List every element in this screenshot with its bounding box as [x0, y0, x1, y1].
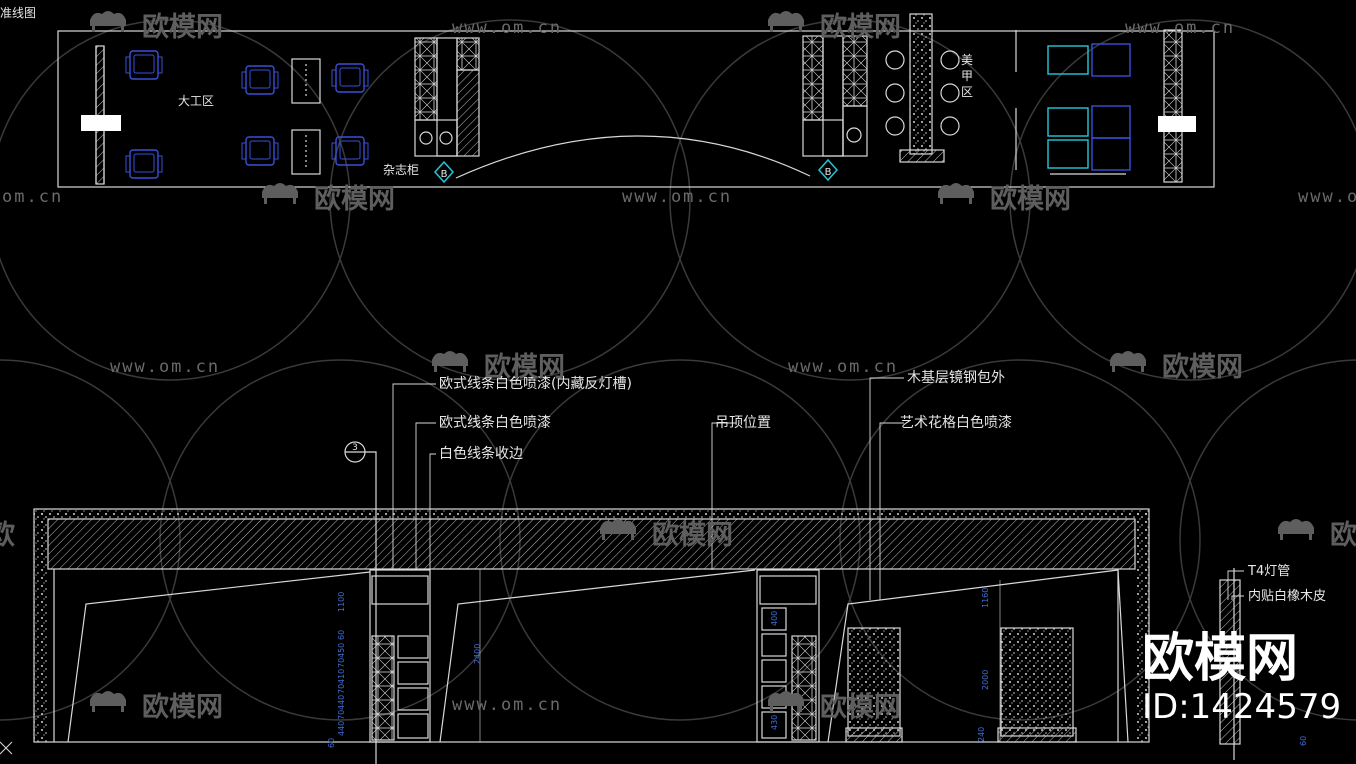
watermark-brand: 欧模网 — [652, 520, 733, 551]
svg-text:B: B — [825, 167, 832, 178]
svg-text:B: B — [441, 169, 448, 180]
dim-left-450: 450 — [337, 643, 346, 658]
dim-left-70b: 70 — [337, 684, 346, 694]
watermark-brand: 欧模网 — [142, 12, 223, 43]
dim-left-410: 410 — [337, 669, 346, 684]
watermark-brand: 欧模网 — [820, 12, 901, 43]
detail-callout-marker: 3 — [352, 443, 358, 453]
annotation-european-molding-white: 欧式线条白色喷漆 — [439, 414, 551, 431]
annotation-t4-tube: T4灯管 — [1247, 564, 1290, 579]
dim-left-440b: 440 — [337, 721, 346, 736]
watermark-url: www.om.cn — [622, 187, 732, 207]
watermark-url: www.om.cn — [110, 357, 220, 377]
annotation-white-oak-veneer: 内贴白橡木皮 — [1248, 588, 1326, 604]
nail-zone-char-1: 美 — [961, 53, 973, 67]
watermark-brand-large: 欧模网 — [1142, 629, 1298, 689]
watermark-brand: 欧模网 — [990, 184, 1071, 215]
ucs-icon — [0, 741, 13, 755]
dim-right-cabinet-430: 430 — [770, 715, 779, 730]
dim-right-240: 240 — [977, 727, 986, 742]
watermark-url: www.om.cn — [1125, 18, 1235, 38]
label-magazine-cabinet: 杂志柜 — [383, 163, 419, 177]
shampoo-bed-icons — [1047, 43, 1131, 171]
watermark-brand: 欧模网 — [820, 692, 901, 723]
watermark-brand: 欧模网 — [1162, 352, 1243, 383]
watermark-url: www.om.cn — [788, 357, 898, 377]
dimension-labels: 1100 60 450 70 410 70 440 70 440 60 2400… — [327, 588, 1308, 748]
watermark-url: www.om.cn — [1298, 187, 1356, 207]
watermark-url: www.om.cn — [452, 695, 562, 715]
watermark-url: om.cn — [2, 187, 63, 207]
annotation-mirror-steel-cladding: 木基层镜钢包外 — [907, 369, 1005, 386]
nail-zone-char-3: 区 — [961, 85, 973, 99]
dim-left-1100: 1100 — [337, 592, 346, 612]
watermark-brand: 欧模网 — [142, 692, 223, 723]
section-marker-right: B — [817, 158, 839, 182]
watermark-brand: 欧 — [1330, 520, 1356, 551]
dim-right-1160: 1160 — [981, 588, 990, 608]
dim-right-2000: 2000 — [981, 670, 990, 690]
annotation-ceiling-position: 吊顶位置 — [715, 415, 771, 431]
watermarks: www.om.cn www.om.cn om.cn www.om.cn www.… — [0, 11, 1356, 727]
floor-plan — [57, 13, 1215, 188]
watermark-brand: 欧模网 — [484, 352, 565, 383]
watermark-url: www.om.cn — [452, 18, 562, 38]
dim-right-cabinet-400: 400 — [770, 611, 779, 626]
dim-far-right-60: 60 — [1299, 736, 1308, 746]
zone-label-big-work: 大工区 — [178, 94, 214, 108]
dim-left-60b: 60 — [327, 738, 336, 748]
section-marker-left: B — [433, 160, 455, 184]
annotation-white-trim: 白色线条收边 — [439, 445, 523, 462]
dim-left-70a: 70 — [337, 658, 346, 668]
dim-left-60a: 60 — [337, 630, 346, 640]
annotation-european-molding-hidden-light: 欧式线条白色喷漆(内藏反灯槽) — [439, 375, 632, 392]
watermark-id: ID:1424579 — [1142, 687, 1341, 727]
dim-left-70c: 70 — [337, 710, 346, 720]
salon-chair-icons — [125, 50, 369, 179]
dim-left-440a: 440 — [337, 695, 346, 710]
drawing-title-fragment: 准线图 — [0, 6, 36, 20]
nail-zone-char-2: 甲 — [961, 69, 973, 83]
dim-wall-height-2400: 2400 — [473, 644, 482, 664]
watermark-brand: 欧 — [0, 520, 15, 551]
annotation-art-lattice-white: 艺术花格白色喷漆 — [900, 414, 1012, 431]
elevation — [33, 377, 1244, 764]
watermark-brand: 欧模网 — [314, 184, 395, 215]
